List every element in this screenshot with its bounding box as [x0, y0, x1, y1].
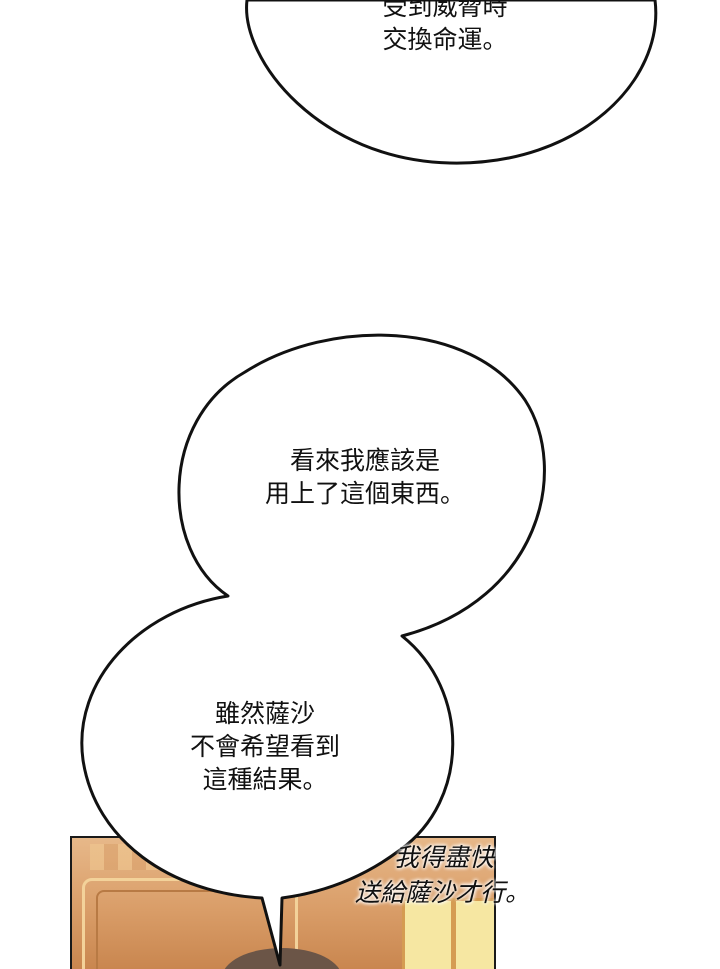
speech-text-top: 受到威脅時 交換命運。	[340, 0, 550, 56]
speech-line: 雖然薩沙	[214, 699, 315, 728]
speech-line: 交換命運。	[382, 25, 508, 54]
speech-text-middle: 看來我應該是 用上了這個東西。	[240, 444, 490, 510]
narration-line: 送給薩沙才行。	[354, 878, 530, 907]
speech-line: 受到威脅時	[382, 0, 508, 21]
character-head	[222, 948, 342, 969]
speech-bubble-merged	[80, 333, 546, 967]
speech-line: 看來我應該是	[289, 446, 440, 475]
narration-text: 我得盡快 送給薩沙才行。	[320, 840, 530, 910]
speech-line: 用上了這個東西。	[264, 479, 465, 508]
speech-text-lower: 雖然薩沙 不會希望看到 這種結果。	[160, 697, 370, 796]
speech-line: 這種結果。	[202, 765, 328, 794]
window	[402, 898, 494, 969]
speech-line: 不會希望看到	[189, 732, 340, 761]
narration-line: 我得盡快	[393, 843, 494, 872]
speech-bubble-top	[245, 0, 658, 165]
